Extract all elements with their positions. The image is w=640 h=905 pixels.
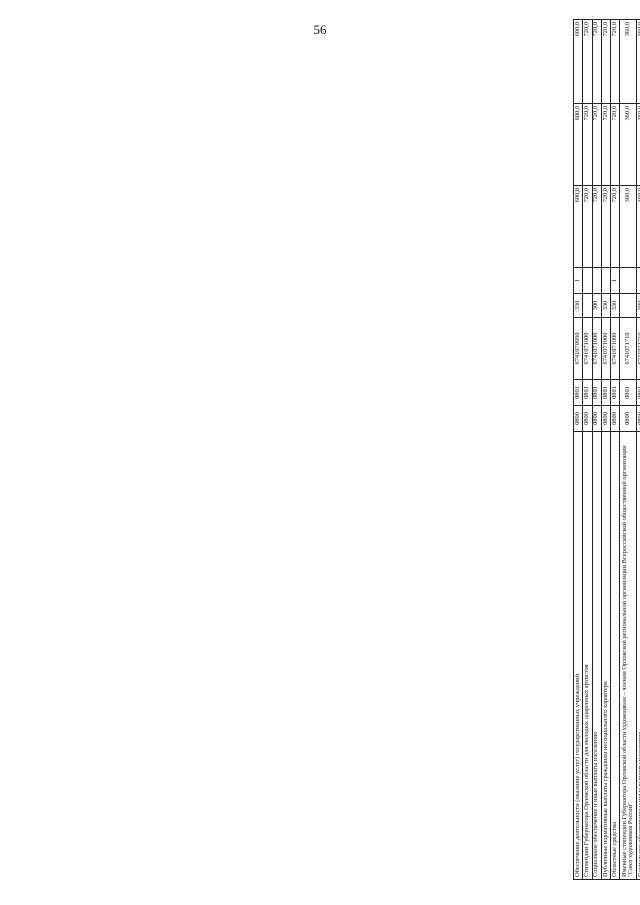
amount-year-3: 720,0: [592, 19, 602, 104]
row-name: Обеспечение деятельности (оказание услуг…: [573, 431, 583, 880]
amount-year-2: 720,0: [592, 103, 602, 186]
section-code: 0800: [601, 405, 611, 432]
row-name: Социальное обеспечение и иные выплаты на…: [592, 431, 602, 880]
expense-type-code: [619, 293, 637, 318]
target-article-code: 6741071000: [610, 317, 620, 380]
amount-year-1: 720,0: [582, 185, 593, 268]
source-code: [619, 267, 637, 294]
table-row: Стипендии Губернатора Орловской области …: [582, 19, 593, 880]
target-article-code: 6741071000: [592, 317, 602, 380]
subsection-code: 0801: [573, 379, 583, 406]
amount-year-3: 720,0: [610, 19, 620, 104]
amount-year-2: 360,0: [619, 103, 637, 186]
row-name: Публичные нормативные выплаты гражданам …: [601, 431, 611, 880]
section-code: 0800: [592, 405, 602, 432]
row-name: Именные стипендии Губернатора Орловской …: [619, 431, 637, 880]
section-code: 0800: [573, 405, 583, 432]
source-code: 1: [573, 267, 583, 294]
amount-year-3: 600,0: [573, 19, 583, 104]
source-code: [601, 267, 611, 294]
target-article-code: 6741071000: [601, 317, 611, 380]
subsection-code: 0801: [592, 379, 602, 406]
expense-type-code: 330: [601, 293, 611, 318]
table-row: Обеспечение деятельности (оказание услуг…: [573, 19, 583, 880]
amount-year-3: 360,0: [619, 19, 637, 104]
amount-year-2: 600,0: [573, 103, 583, 186]
amount-year-1: 360,0: [619, 185, 637, 268]
rotated-budget-table-page: Обеспечение деятельности (оказание услуг…: [573, 19, 640, 880]
row-name: Стипендии Губернатора Орловской области …: [582, 431, 593, 880]
section-code: 0800: [610, 405, 620, 432]
table-row: Социальное обеспечение и иные выплаты на…: [592, 19, 602, 880]
amount-year-1: 600,0: [573, 185, 583, 268]
expense-type-code: 330: [573, 293, 583, 318]
section-code: 0800: [582, 405, 593, 432]
target-article-code: 6741070990: [573, 317, 583, 380]
target-article-code: 6741071000: [582, 317, 593, 380]
expense-type-code: 300: [592, 293, 602, 318]
expense-type-code: [582, 293, 593, 318]
amount-year-2: 720,0: [601, 103, 611, 186]
table-row: Публичные нормативные выплаты гражданам …: [601, 19, 611, 880]
subsection-code: 0801: [610, 379, 620, 406]
source-code: [582, 267, 593, 294]
source-code: [592, 267, 602, 294]
amount-year-2: 720,0: [610, 103, 620, 186]
source-code: 1: [610, 267, 620, 294]
amount-year-3: 720,0: [582, 19, 593, 104]
subsection-code: 0801: [582, 379, 593, 406]
expense-type-code: 330: [610, 293, 620, 318]
target-article-code: 6741071710: [619, 317, 637, 380]
amount-year-2: 720,0: [582, 103, 593, 186]
amount-year-1: 720,0: [610, 185, 620, 268]
page-number: 56: [313, 22, 327, 37]
section-code: 0800: [619, 405, 637, 432]
amount-year-1: 720,0: [592, 185, 602, 268]
table-row: Именные стипендии Губернатора Орловской …: [619, 19, 637, 880]
budget-table: Обеспечение деятельности (оказание услуг…: [573, 19, 640, 880]
amount-year-1: 720,0: [601, 185, 611, 268]
amount-year-3: 720,0: [601, 19, 611, 104]
subsection-code: 0801: [619, 379, 637, 406]
budget-table-body: Обеспечение деятельности (оказание услуг…: [573, 19, 640, 880]
row-name: Областные средства: [610, 431, 620, 880]
subsection-code: 0801: [601, 379, 611, 406]
